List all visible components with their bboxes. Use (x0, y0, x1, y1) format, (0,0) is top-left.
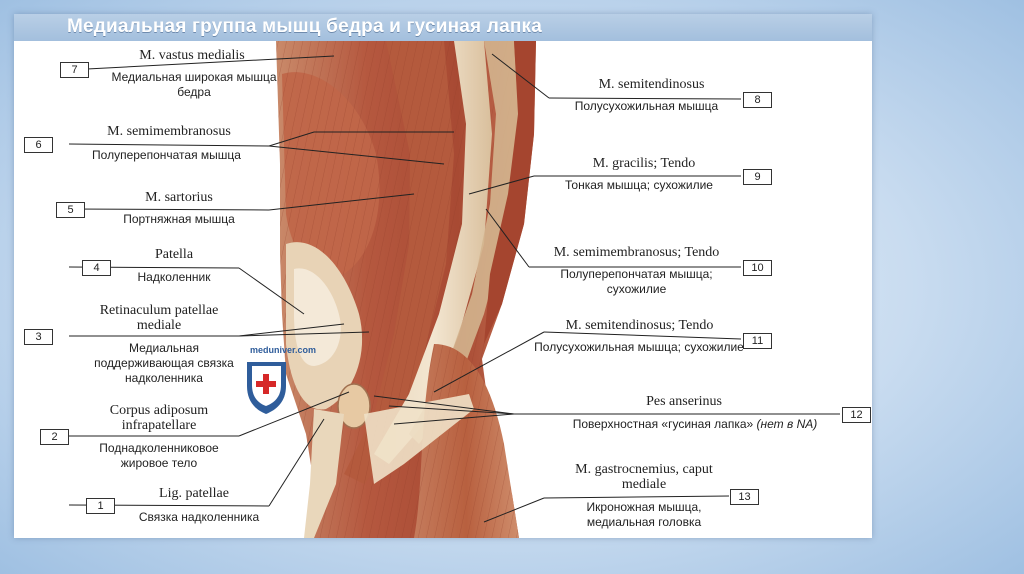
label-russian: Портняжная мышца (123, 212, 235, 226)
knee-illustration (68, 41, 840, 538)
label-note: (нет в NA) (756, 417, 818, 431)
slide: Медиальная группа мышц бедра и гусиная л… (14, 14, 872, 538)
label-latin: M. semitendinosus; Tendo (565, 318, 714, 333)
label-russian: Полуперепончатая мышца; сухожилие (560, 267, 713, 296)
label-number: 2 (40, 429, 69, 445)
label-latin: Corpus adiposum infrapatellare (109, 403, 209, 433)
label-latin: M. sartorius (145, 190, 213, 205)
title-bar: Медиальная группа мышц бедра и гусиная л… (14, 14, 872, 41)
label-number: 5 (56, 202, 85, 218)
label-russian: Поверхностная «гусиная лапка» (572, 417, 754, 431)
label-latin: M. vastus medialis (139, 48, 245, 63)
label-russian-row: Поверхностная «гусиная лапка» (нет в NA) (549, 417, 841, 432)
meduniver-logo-icon (247, 362, 286, 414)
label-russian: Надколенник (137, 270, 211, 284)
label-latin: Pes anserinus (646, 394, 722, 409)
label-latin: M. semimembranosus (107, 124, 231, 139)
label-number: 11 (743, 333, 772, 349)
label-number: 10 (743, 260, 772, 276)
label-number: 12 (842, 407, 871, 423)
page-title: Медиальная группа мышц бедра и гусиная л… (67, 16, 542, 37)
label-latin: M. gracilis; Tendo (592, 156, 696, 171)
label-latin: Lig. patellae (159, 486, 229, 501)
label-russian: Тонкая мышца; сухожилие (565, 178, 713, 192)
label-latin: Patella (154, 247, 194, 262)
watermark-text: meduniver.com (250, 345, 317, 355)
label-latin: M. semimembranosus; Tendo (553, 245, 720, 260)
label-number: 8 (743, 92, 772, 108)
label-number: 3 (24, 329, 53, 345)
label-number: 13 (730, 489, 759, 505)
label-russian: Медиальная поддерживающая связка надколе… (94, 341, 234, 385)
label-russian: Медиальная широкая мышца бедра (111, 70, 277, 99)
fat-pad-shape (337, 383, 371, 429)
label-number: 6 (24, 137, 53, 153)
label-latin: M. semitendinosus (598, 77, 705, 92)
label-russian: Поднадколенниковое жировое тело (99, 441, 219, 470)
label-number: 9 (743, 169, 772, 185)
label-russian: Полуперепончатая мышца (92, 148, 241, 162)
label-number: 1 (86, 498, 115, 514)
label-number: 4 (82, 260, 111, 276)
label-russian: Полусухожильная мышца; сухожилие (534, 340, 744, 354)
label-russian: Связка надколенника (138, 510, 260, 524)
label-number: 7 (60, 62, 89, 78)
label-russian: Икроножная мышца, медиальная головка (586, 500, 702, 529)
patellar-ligament-shape (304, 409, 344, 538)
label-latin: Retinaculum patellae mediale (99, 303, 219, 333)
label-latin: M. gastrocnemius, caput mediale (575, 462, 713, 492)
label-russian: Полусухожильная мышца (574, 99, 719, 113)
